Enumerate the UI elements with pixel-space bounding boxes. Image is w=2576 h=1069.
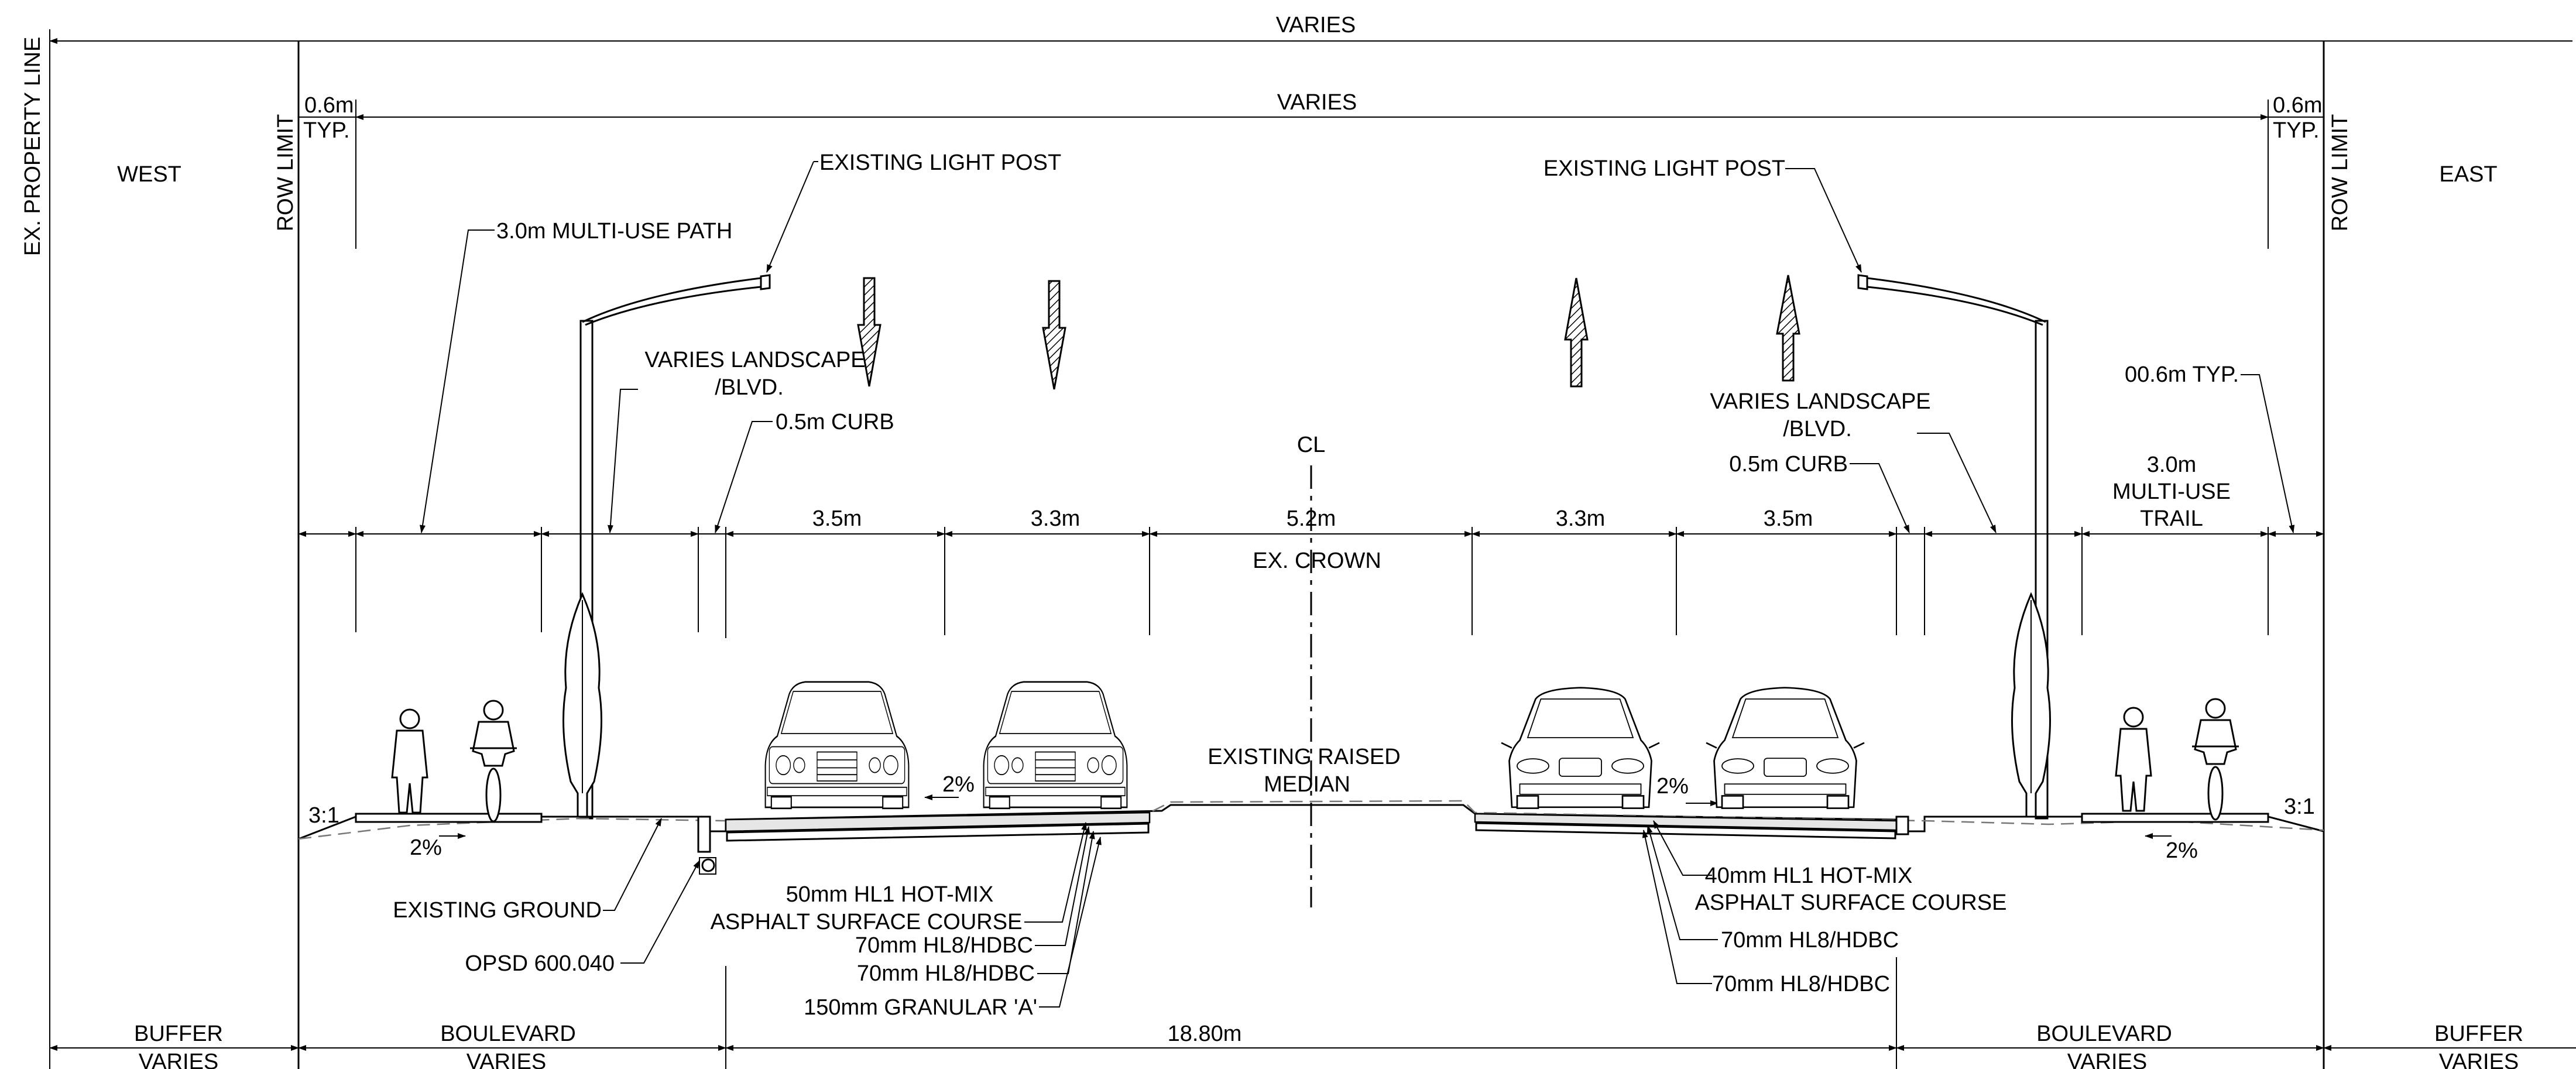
svg-text:0.5m CURB: 0.5m CURB [1729,452,1848,477]
svg-text:2%: 2% [1656,774,1689,799]
svg-text:150mm GRANULAR 'A': 150mm GRANULAR 'A' [804,995,1037,1020]
svg-text:2%: 2% [410,835,442,860]
car-northbound-1 [1500,687,1661,809]
svg-text:MEDIAN: MEDIAN [1264,772,1350,797]
dim-lane-e1: 3.3m [1556,506,1605,531]
svg-text:EXISTING GROUND: EXISTING GROUND [393,898,602,923]
svg-text:VARIES LANDSCAPE: VARIES LANDSCAPE [1710,389,1930,414]
svg-text:50mm HL1 HOT-MIX: 50mm HL1 HOT-MIX [786,882,994,907]
svg-text:40mm HL1 HOT-MIX: 40mm HL1 HOT-MIX [1705,864,1913,888]
typ-west-value: 0.6m [304,93,354,118]
slope-indicators: 2% 2% 2% 2% [410,772,2198,863]
svg-text:3.0m MULTI-USE PATH: 3.0m MULTI-USE PATH [496,219,732,244]
boulevard-west-varies: VARIES [467,1050,547,1069]
road-total-label: 18.80m [1168,1022,1242,1046]
car-northbound-2 [1705,687,1865,809]
car-southbound-1 [764,681,910,810]
callout-landscape-west: VARIES LANDSCAPE /BLVD. [607,348,866,533]
callout-curb-east: 0.5m CURB [1729,452,1910,533]
pavement-callouts-east: 40mm HL1 HOT-MIX ASPHALT SURFACE COURSE … [1642,820,2007,996]
svg-text:TRAIL: TRAIL [2140,506,2203,531]
buffer-east-varies: VARIES [2439,1050,2519,1069]
northbound-arrow-2 [1776,275,1800,382]
ground-profile: 3:1 3:1 [298,794,2324,875]
svg-text:MULTI-USE: MULTI-USE [2112,479,2231,504]
top-varies-label: VARIES [1276,13,1356,37]
southbound-arrow-2 [1042,280,1066,390]
row-limit-east-label: ROW LIMIT [2328,114,2352,232]
svg-text:/BLVD.: /BLVD. [1783,417,1852,441]
svg-text:70mm HL8/HDBC: 70mm HL8/HDBC [857,961,1035,986]
top-overall-dimension: VARIES [49,13,2572,1069]
pedestrian-west [391,708,428,814]
traffic-arrows [857,275,1800,390]
trail-label: 3.0m MULTI-USE TRAIL [2112,453,2231,531]
svg-text:EXISTING RAISED: EXISTING RAISED [1208,745,1400,769]
northbound-arrow-1 [1564,277,1589,388]
tree-west [562,593,602,818]
pavement-callouts-west: EXISTING GROUND OPSD 600.040 50mm HL1 HO… [393,818,1102,1020]
boulevard-west-label: BOULEVARD [440,1022,576,1046]
svg-text:EXISTING LIGHT POST: EXISTING LIGHT POST [819,150,1061,175]
dim-median: 5.2m [1287,506,1336,531]
svg-text:0.5m CURB: 0.5m CURB [776,410,894,434]
lane-dimension-chain: 3.5m 3.3m 5.2m 3.3m 3.5m EX. CROWN [298,506,2324,638]
typ-east-value: 0.6m [2273,93,2322,118]
boulevard-east-varies: VARIES [2067,1050,2148,1069]
dim-lane-w1: 3.5m [812,506,862,531]
svg-text:ASPHALT SURFACE COURSE: ASPHALT SURFACE COURSE [711,910,1023,934]
svg-text:ASPHALT SURFACE COURSE: ASPHALT SURFACE COURSE [1695,890,2007,915]
svg-text:70mm HL8/HDBC: 70mm HL8/HDBC [1721,928,1899,952]
west-label: WEST [117,162,181,187]
boulevard-east-label: BOULEVARD [2036,1022,2172,1046]
callout-trail-offset: 00.6m TYP. [2125,362,2295,533]
typ-east-label: TYP. [2273,118,2320,143]
callout-landscape-east: VARIES LANDSCAPE /BLVD. [1710,389,1997,533]
svg-text:2%: 2% [942,772,975,797]
svg-text:/BLVD.: /BLVD. [715,375,784,400]
svg-text:00.6m TYP.: 00.6m TYP. [2125,362,2239,387]
svg-text:EXISTING LIGHT POST: EXISTING LIGHT POST [1543,156,1785,181]
ex-crown-label: EX. CROWN [1253,549,1381,573]
svg-text:3.0m: 3.0m [2147,453,2196,477]
centerline: CL [1297,433,1326,907]
median-label: EXISTING RAISED MEDIAN [1208,745,1400,797]
inner-varies-label: VARIES [1277,90,1357,115]
side-slope-east: 3:1 [2284,794,2315,819]
inner-varies-dimension: VARIES 0.6m TYP. 0.6m TYP. [299,90,2324,249]
svg-text:OPSD 600.040: OPSD 600.040 [465,951,615,976]
cyclist-west [469,700,518,823]
southbound-arrow-1 [857,277,881,387]
svg-text:70mm HL8/HDBC: 70mm HL8/HDBC [1712,972,1890,996]
callout-curb-west: 0.5m CURB [715,410,894,533]
buffer-east-label: BUFFER [2434,1022,2523,1046]
callout-multi-use-path: 3.0m MULTI-USE PATH [420,219,732,533]
buffer-west-label: BUFFER [134,1022,223,1046]
car-southbound-2 [983,681,1128,810]
callout-light-post-east: EXISTING LIGHT POST [1543,156,1862,273]
boundary-lines: EX. PROPERTY LINE ROW LIMIT ROW LIMIT WE… [20,37,2498,1069]
svg-text:70mm HL8/HDBC: 70mm HL8/HDBC [855,933,1033,958]
row-limit-west-label: ROW LIMIT [273,114,298,232]
pedestrian-east [2115,707,2152,812]
east-label: EAST [2439,162,2497,187]
side-slope-west: 3:1 [308,803,339,828]
buffer-west-varies: VARIES [139,1050,219,1069]
svg-text:CL: CL [1297,433,1326,457]
typ-west-label: TYP. [303,118,350,143]
dim-lane-e2: 3.5m [1764,506,1813,531]
property-line-label: EX. PROPERTY LINE [20,37,45,256]
svg-text:2%: 2% [2166,838,2198,863]
callout-light-post-west: EXISTING LIGHT POST [766,150,1061,273]
bottom-dimensions: BUFFER VARIES BOULEVARD VARIES 18.80m BO… [49,957,2576,1069]
svg-text:VARIES LANDSCAPE: VARIES LANDSCAPE [644,348,865,372]
dim-lane-w2: 3.3m [1031,506,1080,531]
cyclist-east [2191,698,2240,821]
